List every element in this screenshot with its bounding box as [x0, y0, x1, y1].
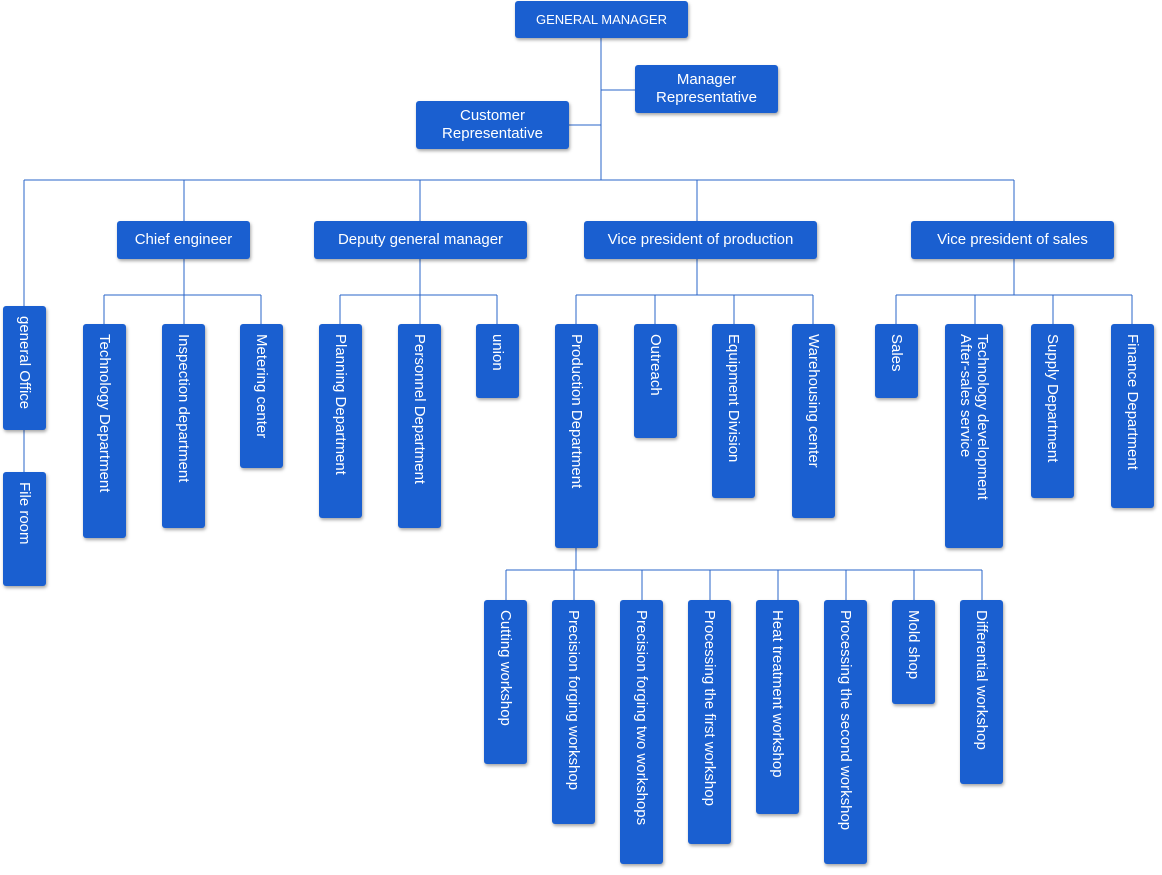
- node-warehousing-center: Warehousing center: [792, 324, 835, 518]
- node-heat-treatment-workshop: Heat treatment workshop: [756, 600, 799, 814]
- node-label: Technology Department: [96, 334, 113, 493]
- node-personnel-department: Personnel Department: [398, 324, 441, 528]
- node-label: Heat treatment workshop: [769, 610, 786, 778]
- node-planning-department: Planning Department: [319, 324, 362, 518]
- node-processing-second-workshop: Processing the second workshop: [824, 600, 867, 864]
- node-vp-sales: Vice president of sales: [911, 221, 1114, 259]
- node-customer-representative: Customer Representative: [416, 101, 569, 149]
- node-technology-department: Technology Department: [83, 324, 126, 538]
- node-differential-workshop: Differential workshop: [960, 600, 1003, 784]
- node-precision-forging-two-workshops: Precision forging two workshops: [620, 600, 663, 864]
- node-general-office: general Office: [3, 306, 46, 430]
- node-label: Metering center: [253, 334, 270, 439]
- node-label: Finance Department: [1124, 334, 1141, 470]
- node-metering-center: Metering center: [240, 324, 283, 468]
- node-outreach: Outreach: [634, 324, 677, 438]
- node-production-department: Production Department: [555, 324, 598, 548]
- node-supply-department: Supply Department: [1031, 324, 1074, 498]
- node-equipment-division: Equipment Division: [712, 324, 755, 498]
- node-label: Production Department: [568, 334, 585, 489]
- node-label: Outreach: [647, 334, 664, 396]
- node-label: File room: [16, 482, 33, 545]
- node-label: general Office: [16, 316, 33, 410]
- node-inspection-department: Inspection department: [162, 324, 205, 528]
- node-label: Processing the second workshop: [837, 610, 854, 831]
- node-label: Inspection department: [175, 334, 192, 483]
- node-label: Precision forging two workshops: [633, 610, 650, 826]
- node-sales: Sales: [875, 324, 918, 398]
- node-label: Processing the first workshop: [701, 610, 718, 806]
- node-label: Technology development After-sales servi…: [957, 334, 991, 500]
- node-label: Sales: [888, 334, 905, 372]
- node-general-manager: GENERAL MANAGER: [515, 1, 688, 38]
- node-label: Supply Department: [1044, 334, 1061, 463]
- node-label: Precision forging workshop: [565, 610, 582, 791]
- node-precision-forging-workshop: Precision forging workshop: [552, 600, 595, 824]
- node-label: Equipment Division: [725, 334, 742, 463]
- node-deputy-general-manager: Deputy general manager: [314, 221, 527, 259]
- node-label: Cutting workshop: [497, 610, 514, 726]
- node-chief-engineer: Chief engineer: [117, 221, 250, 259]
- node-label: union: [489, 334, 506, 371]
- node-manager-representative: Manager Representative: [635, 65, 778, 113]
- node-processing-first-workshop: Processing the first workshop: [688, 600, 731, 844]
- node-label: Warehousing center: [805, 334, 822, 468]
- node-label: Differential workshop: [973, 610, 990, 750]
- node-label: Mold shop: [905, 610, 922, 680]
- node-label: Planning Department: [332, 334, 349, 475]
- node-cutting-workshop: Cutting workshop: [484, 600, 527, 764]
- node-finance-department: Finance Department: [1111, 324, 1154, 508]
- node-tech-dev-after-sales: Technology development After-sales servi…: [945, 324, 1003, 548]
- node-union: union: [476, 324, 519, 398]
- node-vp-production: Vice president of production: [584, 221, 817, 259]
- node-mold-shop: Mold shop: [892, 600, 935, 704]
- node-label: Personnel Department: [411, 334, 428, 485]
- node-file-room: File room: [3, 472, 46, 586]
